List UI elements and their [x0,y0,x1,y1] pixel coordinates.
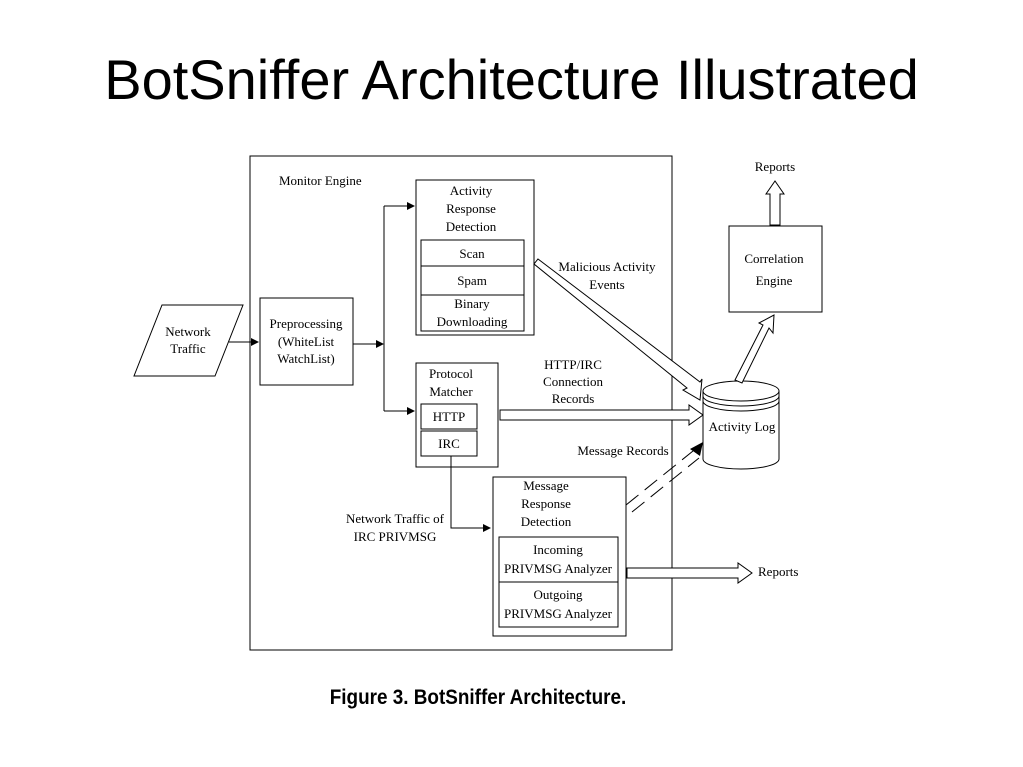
preprocessing-line1: Preprocessing [270,316,343,331]
outgoing-analyzer-box [498,581,619,628]
reports-bottom-label: Reports [758,564,798,579]
activity-log-label: Activity Log [709,419,776,434]
http-irc-records-arrow [499,404,704,426]
monitor-engine-label: Monitor Engine [279,173,362,188]
activity-log-store [702,380,780,470]
message-records-label: Message Records [577,443,668,458]
irc-privmsg-traffic-line2: IRC PRIVMSG [354,529,437,544]
http-irc-records-line3: Records [552,391,595,406]
outgoing-analyzer-line1: Outgoing [533,587,583,602]
message-response-title-line1: Message [523,478,569,493]
http-label: HTTP [433,409,466,424]
correlation-engine-line2: Engine [756,273,793,288]
correlation-engine-box [728,225,823,313]
protocol-matcher-line1: Protocol [429,366,473,381]
malicious-events-arrow [533,258,703,401]
figure-caption: Figure 3. BotSniffer Architecture. [329,686,627,709]
http-irc-records-line1: HTTP/IRC [544,357,602,372]
activity-response-title-line3: Detection [446,219,497,234]
activity-response-title-line1: Activity [450,183,493,198]
network-traffic-line2: Traffic [170,341,206,356]
slide-title: BotSniffer Architecture Illustrated [104,48,919,111]
preprocessing-line2: (WhiteList [278,334,335,349]
incoming-analyzer-line1: Incoming [533,542,583,557]
http-box [420,403,478,430]
spam-label: Spam [457,273,487,288]
irc-to-message-response-arrow [450,456,491,532]
binary-downloading-line1: Binary [454,296,490,311]
correlation-to-reports-arrow [765,180,785,226]
message-records-arrow [625,442,703,513]
preprocessing-box [259,297,354,386]
scan-label: Scan [459,246,485,261]
incoming-to-reports-arrow [626,562,753,584]
message-response-title-line3: Detection [521,514,572,529]
log-to-correlation-arrow [734,314,775,384]
http-irc-records-line2: Connection [543,374,603,389]
incoming-analyzer-line2: PRIVMSG Analyzer [504,561,613,576]
binary-downloading-line2: Downloading [437,314,508,329]
spam-box [420,265,525,296]
outgoing-analyzer-line2: PRIVMSG Analyzer [504,606,613,621]
preprocessing-line3: WatchList) [277,351,334,366]
malicious-events-line1: Malicious Activity [558,259,656,274]
message-response-title-line2: Response [521,496,571,511]
irc-label: IRC [438,436,460,451]
correlation-engine-line1: Correlation [744,251,804,266]
protocol-matcher-line2: Matcher [429,384,473,399]
network-traffic-line1: Network [165,324,211,339]
incoming-analyzer-box [498,536,619,583]
binary-downloading-box [420,294,525,332]
irc-box [420,430,478,457]
irc-privmsg-traffic-line1: Network Traffic of [346,511,445,526]
activity-response-title-line2: Response [446,201,496,216]
scan-box [420,239,525,267]
network-traffic-node [133,304,244,377]
reports-top-label: Reports [755,159,795,174]
malicious-events-line2: Events [589,277,624,292]
